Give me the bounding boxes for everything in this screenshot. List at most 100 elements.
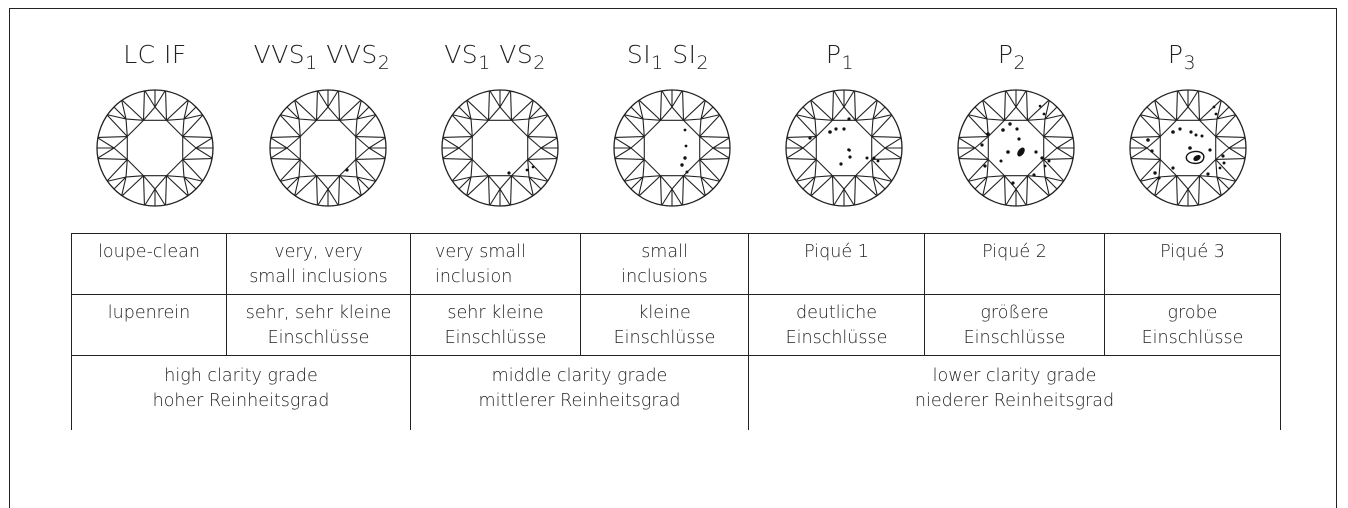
facet-line: [1198, 175, 1201, 206]
facet-line: [1177, 188, 1189, 206]
inclusion-dot: [1032, 173, 1036, 177]
facet-line: [166, 175, 185, 178]
facet-line: [802, 147, 817, 160]
facet-line: [113, 106, 127, 120]
facet-line: [166, 175, 189, 197]
facet-line: [638, 175, 661, 197]
facet-line: [356, 106, 370, 120]
inclusion-dot: [1153, 171, 1157, 175]
facet-line: [1027, 159, 1045, 177]
facet-line: [1043, 118, 1046, 137]
facet-line: [121, 100, 127, 120]
facet-line: [986, 159, 989, 178]
facet-line: [1140, 114, 1160, 120]
inclusion-dot: [1042, 112, 1046, 116]
inclusion-dot: [999, 159, 1003, 163]
inclusion-dot: [1171, 166, 1175, 170]
facet-line: [871, 114, 893, 137]
facet-line: [855, 99, 878, 121]
facet-line: [660, 106, 673, 121]
facet-line: [166, 159, 184, 177]
facet-line: [299, 159, 317, 177]
facet-line: [1198, 90, 1201, 121]
facet-line: [614, 137, 632, 149]
facet-line: [638, 99, 661, 121]
facet-line: [1158, 118, 1177, 121]
facet-line: [1177, 90, 1189, 108]
grade-label-p1: P1: [825, 40, 855, 74]
facet-line: [832, 175, 845, 190]
inclusion-dot: [808, 136, 812, 140]
german-cell: lupenrein: [71, 294, 227, 356]
facet-line: [671, 188, 683, 206]
facet-line: [540, 137, 558, 149]
facet-line: [527, 136, 542, 149]
facet-line: [699, 135, 730, 138]
facet-line: [125, 118, 128, 137]
facet-line: [356, 176, 376, 182]
facet-line: [154, 90, 166, 108]
facet-line: [802, 106, 816, 120]
facet-line: [683, 119, 701, 137]
facet-line: [458, 147, 473, 160]
inclusion-dot: [848, 155, 852, 159]
inclusion-dot: [834, 127, 838, 131]
inclusion-dot: [1008, 122, 1012, 126]
facet-line: [623, 114, 645, 137]
facet-line: [510, 175, 513, 206]
facet-line: [511, 175, 534, 197]
facet-line: [470, 175, 489, 178]
facet-line: [659, 175, 662, 206]
facet-line: [796, 176, 816, 182]
diamond-si: [609, 85, 735, 211]
grade-label-p2: P2: [997, 40, 1027, 74]
inclusion-dot: [1189, 130, 1193, 134]
facet-line: [786, 158, 817, 161]
inclusion-dot: [1011, 181, 1015, 185]
inclusion-dot: [1006, 150, 1010, 154]
inclusion-dot: [1017, 147, 1025, 157]
inclusion-dot: [531, 165, 535, 169]
facet-line: [1044, 176, 1064, 182]
facet-line: [294, 99, 317, 121]
facet-line: [183, 176, 197, 190]
facet-line: [339, 175, 358, 178]
inclusion-dot: [1212, 105, 1216, 109]
facet-line: [489, 90, 501, 108]
facet-line: [1146, 136, 1161, 149]
facet-line: [1015, 188, 1027, 206]
facet-line: [614, 147, 632, 159]
facet-line: [1027, 175, 1046, 178]
facet-line: [338, 175, 341, 206]
facet-line: [466, 176, 472, 196]
facet-line: [1158, 118, 1161, 137]
facet-line: [642, 175, 661, 178]
facet-line: [1175, 90, 1178, 121]
facet-line: [712, 137, 730, 149]
inclusion-dot: [839, 162, 843, 166]
facet-line: [316, 106, 329, 121]
facet-line: [1005, 188, 1017, 206]
facet-line: [1044, 100, 1050, 120]
facet-line: [511, 118, 530, 121]
facet-line: [355, 159, 358, 178]
facet-line: [832, 106, 845, 121]
facet-line: [843, 106, 856, 121]
grade-label-lc-if: LC IF: [123, 40, 187, 69]
facet-line: [624, 176, 644, 182]
facet-line: [982, 99, 1005, 121]
facet-line: [166, 99, 189, 121]
facet-line: [854, 90, 857, 121]
facet-line: [843, 90, 855, 108]
facet-line: [671, 90, 683, 108]
facet-line: [442, 147, 460, 159]
facet-line: [643, 119, 661, 137]
facet-line: [810, 175, 833, 197]
